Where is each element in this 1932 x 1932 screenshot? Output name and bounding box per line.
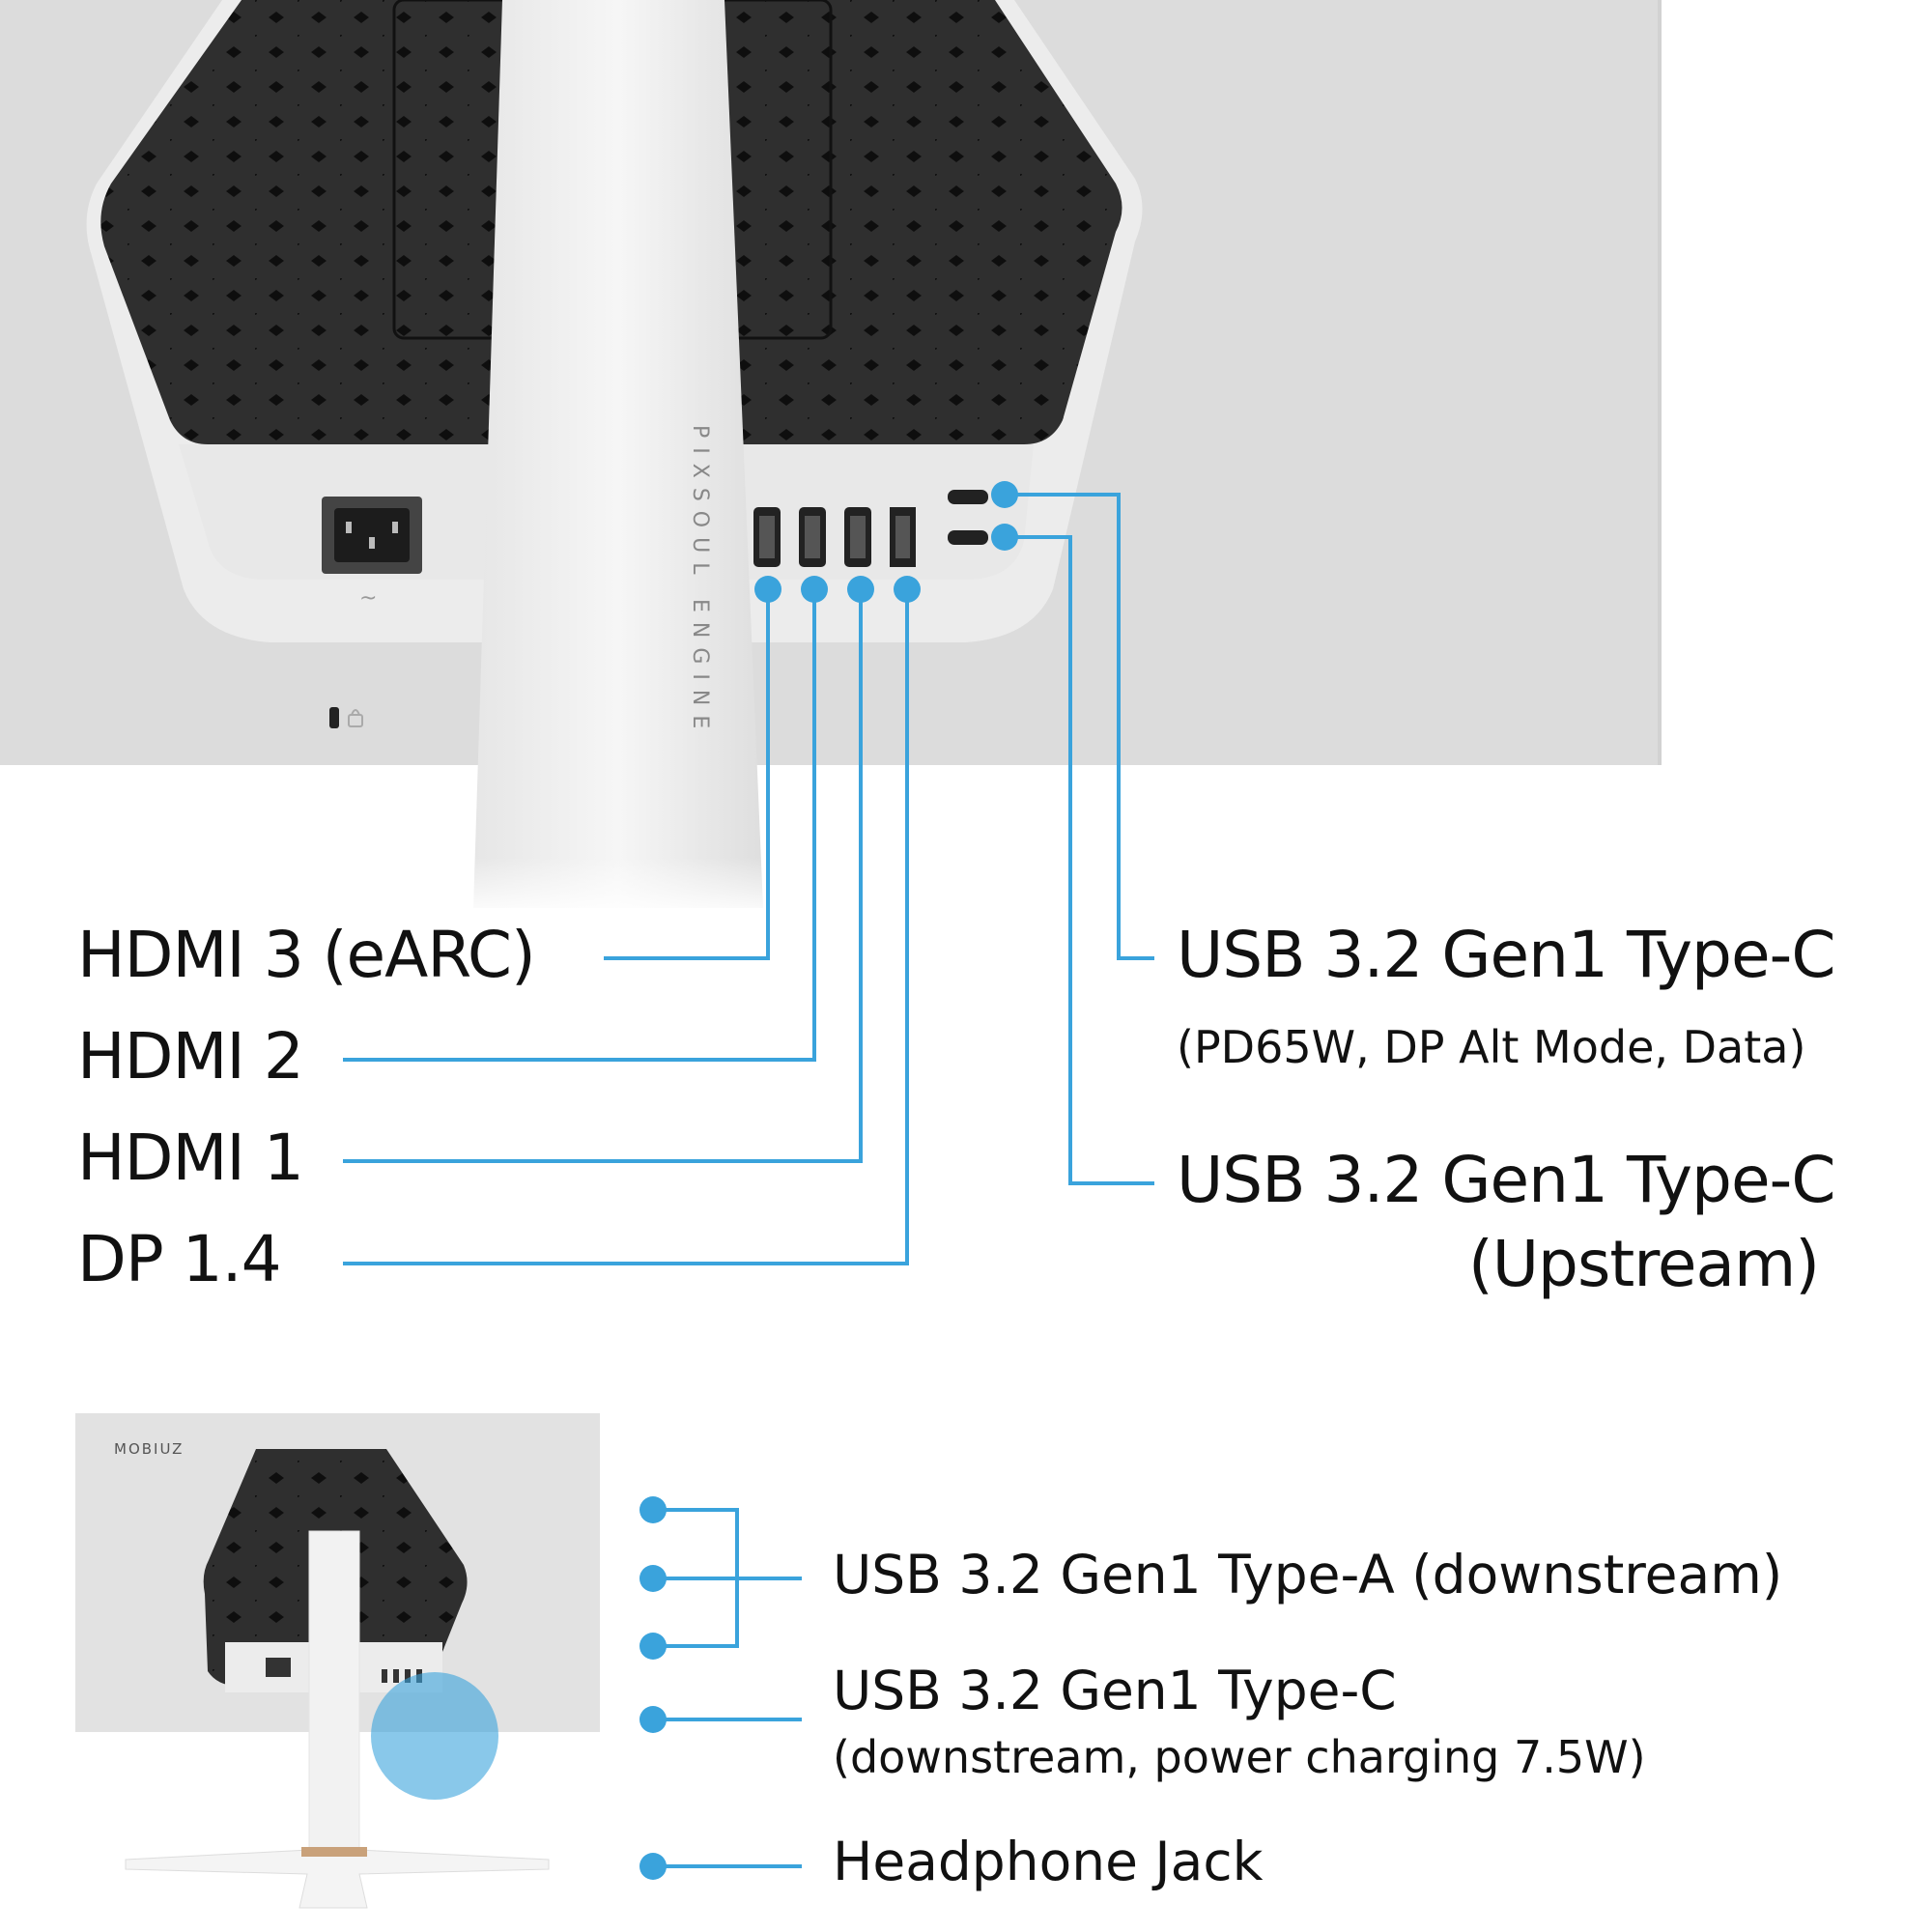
label-usbc-pd-title: USB 3.2 Gen1 Type-C bbox=[1177, 918, 1835, 992]
monitor-stand: PIXSOUL ENGINE bbox=[464, 0, 773, 918]
mini-brand-logo: MOBIUZ bbox=[114, 1440, 184, 1458]
label-hdmi2: HDMI 2 bbox=[77, 1019, 304, 1094]
mini-monitor-thumbnail: MOBIUZ bbox=[75, 1413, 600, 1909]
label-hdmi3: HDMI 3 (eARC) bbox=[77, 918, 536, 992]
callout-lines bbox=[343, 493, 1154, 1265]
label-dp: DP 1.4 bbox=[77, 1222, 282, 1296]
stand-brand-line2: ENGINE bbox=[688, 599, 712, 738]
hdmi-port-icon bbox=[753, 507, 871, 567]
label-hdmi1: HDMI 1 bbox=[77, 1121, 304, 1195]
label-usbc-downstream-detail: (downstream, power charging 7.5W) bbox=[833, 1731, 1646, 1783]
displayport-icon bbox=[890, 507, 916, 567]
lock-icon bbox=[329, 707, 363, 728]
callout-dots bbox=[754, 481, 1018, 603]
label-usba-downstream: USB 3.2 Gen1 Type-A (downstream) bbox=[833, 1544, 1783, 1605]
svg-text:~: ~ bbox=[359, 586, 377, 611]
label-usbc-up-detail: (Upstream) bbox=[1468, 1227, 1820, 1301]
stand-brand-line1: PIXSOUL bbox=[688, 425, 712, 583]
label-usbc-up-title: USB 3.2 Gen1 Type-C bbox=[1177, 1143, 1835, 1217]
side-callout-dots bbox=[639, 1496, 667, 1880]
label-usbc-pd-detail: (PD65W, DP Alt Mode, Data) bbox=[1177, 1021, 1806, 1073]
power-inlet-icon: ~ bbox=[322, 497, 422, 611]
usb-c-port-icon bbox=[948, 490, 988, 545]
label-usbc-downstream-title: USB 3.2 Gen1 Type-C bbox=[833, 1660, 1397, 1721]
side-callout-lines bbox=[653, 1508, 802, 1868]
label-headphone-jack: Headphone Jack bbox=[833, 1831, 1264, 1892]
monitor-back-panel: ~ bbox=[0, 0, 1662, 765]
